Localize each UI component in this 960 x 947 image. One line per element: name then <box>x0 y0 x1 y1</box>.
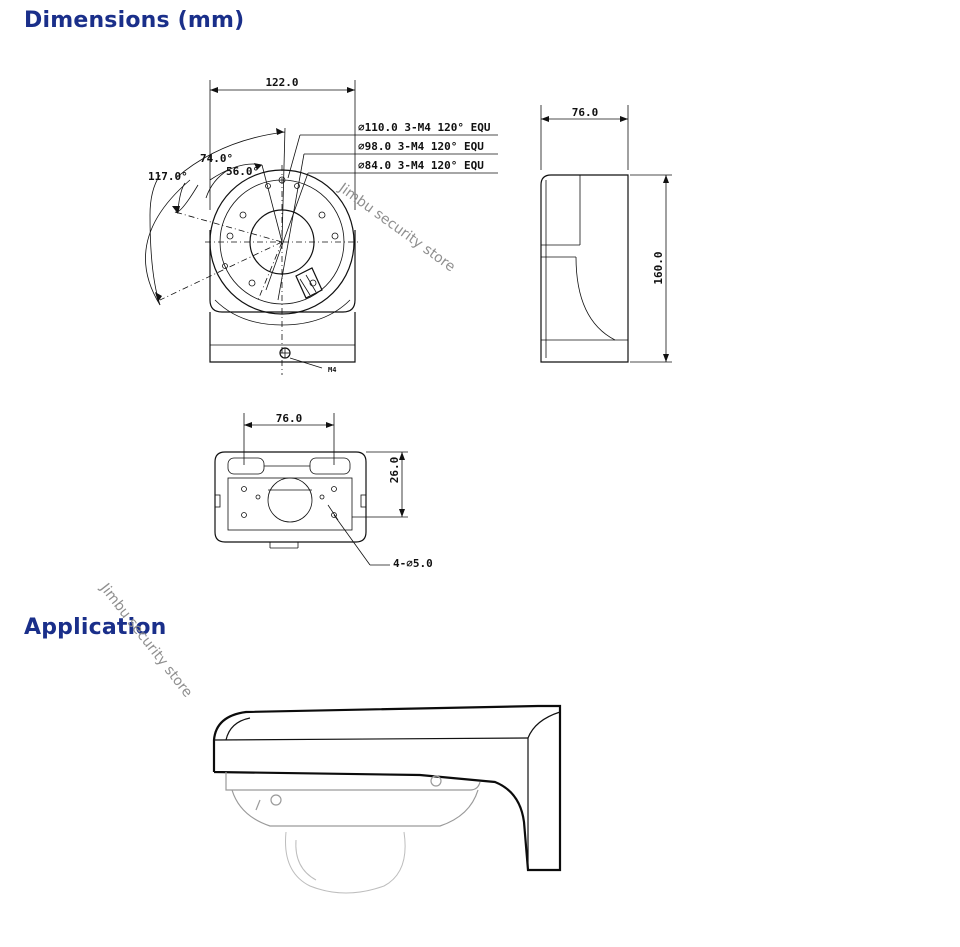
bolt-circle-98-label: ∅98.0 3-M4 120° EQU <box>358 140 484 153</box>
application-heading: Application <box>24 615 167 640</box>
side-depth-label: 76.0 <box>572 106 599 119</box>
angle-56-label: 56.0° <box>226 165 259 178</box>
dimensions-heading: Dimensions (mm) <box>24 8 245 33</box>
watermark-upper: Jimbu security store <box>335 180 458 276</box>
bottom-spacing-label: 76.0 <box>276 412 303 425</box>
bolt-circle-84-label: ∅84.0 3-M4 120° EQU <box>358 159 484 172</box>
bottom-view: 76.0 26.0 4-∅5.0 <box>214 412 433 570</box>
watermark-lower: Jimbu security store <box>96 580 195 701</box>
side-view: 76.0 160.0 <box>540 105 672 363</box>
bolt-circle-110-label: ∅110.0 3-M4 120° EQU <box>358 121 491 134</box>
angle-117-label: 117.0° <box>148 170 188 183</box>
application-illustration <box>212 704 562 894</box>
front-view: 122.0 M4 <box>145 76 498 375</box>
bottom-offset-label: 26.0 <box>388 457 401 484</box>
side-height-label: 160.0 <box>652 251 665 284</box>
front-width-label: 122.0 <box>265 76 298 89</box>
holes-callout-label: 4-∅5.0 <box>393 557 433 570</box>
angle-74-label: 74.0° <box>200 152 233 165</box>
thread-callout-label: M4 <box>328 366 336 374</box>
